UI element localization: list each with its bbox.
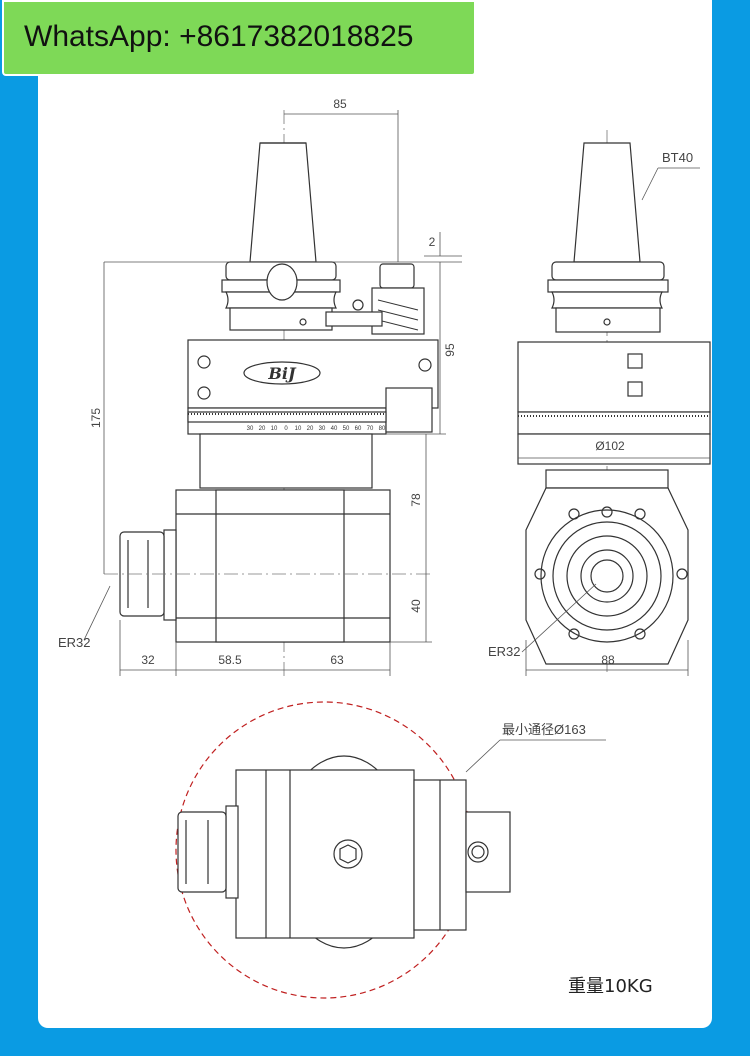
bij-logo-text: BiJ <box>267 364 297 383</box>
dial-scale-number: 30 <box>247 426 254 432</box>
dim-78: 78 <box>409 493 423 507</box>
dial-scale-number: 0 <box>284 426 288 432</box>
weight-label: 重量10KG <box>568 976 653 997</box>
whatsapp-banner: WhatsApp: +8617382018825 <box>2 0 476 76</box>
dial-scale-number: 50 <box>343 426 350 432</box>
dim-63: 63 <box>330 653 344 667</box>
side-view <box>517 130 711 676</box>
bt40-label: BT40 <box>662 150 693 165</box>
front-dimensions <box>83 110 462 676</box>
dial-scale-number: 20 <box>259 426 266 432</box>
dim-40: 40 <box>409 599 423 613</box>
dial-scale-number: 10 <box>271 426 278 432</box>
dim-2: 2 <box>429 235 436 249</box>
front-view: BiJ <box>104 110 439 676</box>
dial-scale-number: 60 <box>355 426 362 432</box>
dim-95: 95 <box>443 343 457 357</box>
dim-32: 32 <box>141 653 155 667</box>
dim-175: 175 <box>89 408 103 428</box>
dial-scale-number: 40 <box>331 426 338 432</box>
dial-scale-number: 10 <box>295 426 302 432</box>
dial-scale-number: 20 <box>307 426 314 432</box>
side-collet-label: ER32 <box>488 644 521 659</box>
side-dimensions <box>518 167 710 676</box>
dim-88: 88 <box>601 653 615 667</box>
dial-scale-number: 30 <box>319 426 326 432</box>
dim-diameter-102: Ø102 <box>595 439 625 453</box>
whatsapp-contact-text: WhatsApp: +8617382018825 <box>24 20 414 53</box>
dim-85: 85 <box>333 97 347 111</box>
top-view <box>175 701 606 999</box>
min-swing-label: 最小通径Ø163 <box>502 722 586 737</box>
dial-scale-number: 80 <box>379 426 386 432</box>
front-collet-label: ER32 <box>58 635 91 650</box>
dial-scale-number: 70 <box>367 426 374 432</box>
dim-58-5: 58.5 <box>218 653 242 667</box>
